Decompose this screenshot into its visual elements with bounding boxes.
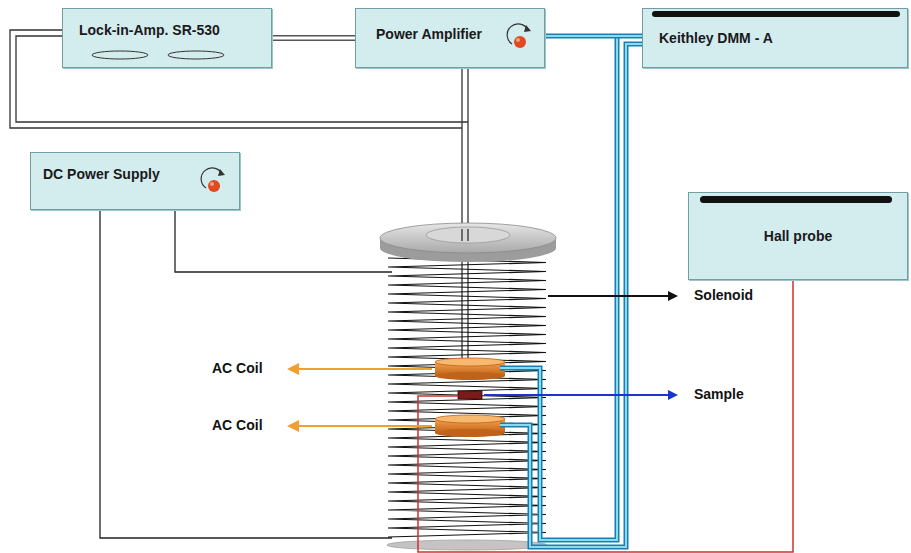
box-label: Hall probe: [764, 228, 832, 244]
display-bar: [700, 196, 892, 203]
knob-icon: [201, 168, 225, 192]
ac-coil: [435, 358, 505, 380]
sample: [458, 391, 482, 399]
leader-arrow: [548, 295, 676, 297]
solenoid-winding: [388, 258, 546, 537]
dc-wire: [100, 210, 392, 538]
display-ellipse: [92, 51, 148, 59]
callout-label: AC Coil: [212, 360, 263, 376]
instrument-box: Lock-in-Amp. SR-530: [62, 8, 272, 68]
solenoid-flange: [380, 223, 556, 262]
box-label: Keithley DMM - A: [659, 30, 773, 46]
callout-label: AC Coil: [212, 417, 263, 433]
coil-lead: [500, 38, 642, 547]
signal-wire: [10, 30, 468, 360]
instrument-box: Hall probe: [688, 192, 908, 280]
leader-arrow: [290, 368, 432, 370]
display-ellipse: [168, 51, 224, 59]
leader-arrow: [290, 425, 432, 427]
box-label: Power Amplifier: [376, 26, 482, 42]
knob-icon: [507, 24, 531, 48]
hall-probe-lead: [418, 280, 793, 552]
instrument-box: Power Amplifier: [355, 8, 545, 68]
box-label: Lock-in-Amp. SR-530: [79, 22, 220, 38]
callout-label: Sample: [694, 386, 744, 402]
leader-arrow: [484, 394, 676, 396]
signal-cable: [272, 38, 355, 39]
signal-cable: [545, 36, 642, 37]
ac-coil: [435, 415, 505, 437]
box-label: DC Power Supply: [43, 166, 160, 182]
instrument-box: DC Power Supply: [30, 152, 240, 210]
display-bar: [652, 11, 900, 17]
instrument-box: Keithley DMM - A: [642, 8, 908, 68]
solenoid-base: [387, 540, 547, 550]
callout-label: Solenoid: [694, 287, 753, 303]
